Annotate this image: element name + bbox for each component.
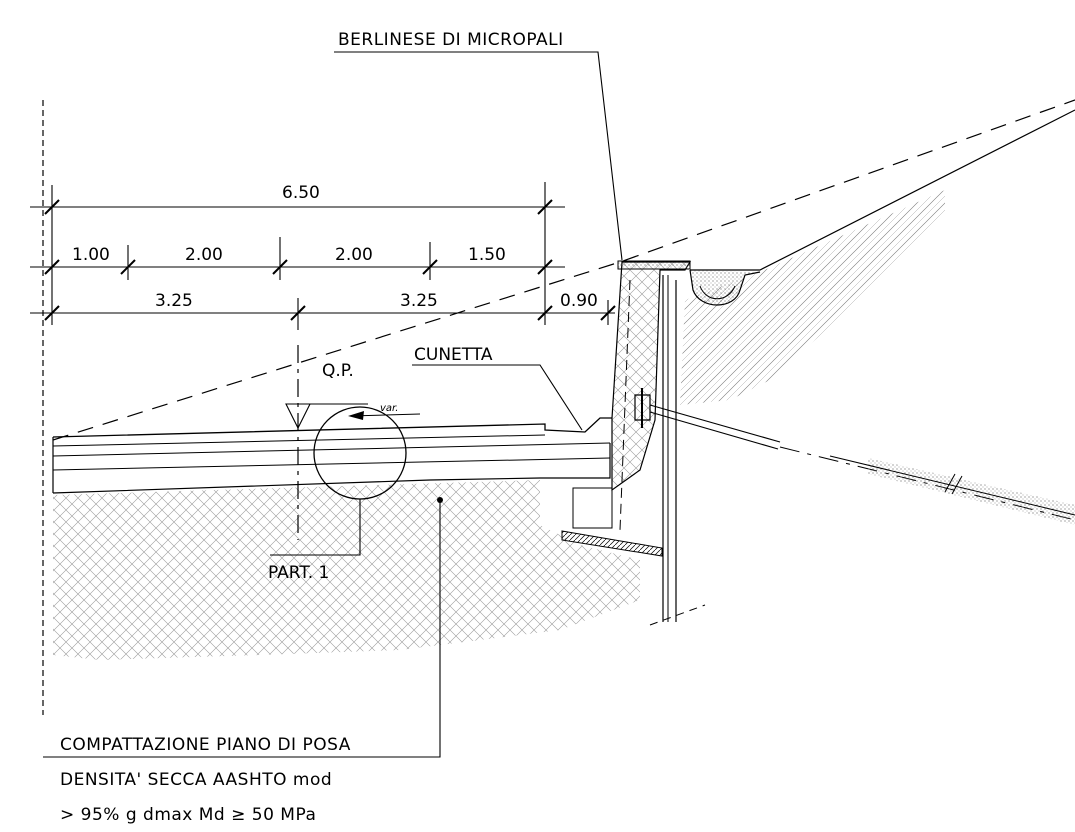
anchor-rod bbox=[829, 455, 1075, 516]
wall-dashed-inner bbox=[619, 279, 631, 531]
dim-2-00-a: 2.00 bbox=[185, 245, 223, 265]
dim-3-25-a: 3.25 bbox=[155, 291, 193, 311]
ditch-inner bbox=[699, 285, 736, 300]
dimension-lines bbox=[30, 182, 616, 330]
berlinese-label: BERLINESE DI MICROPALI bbox=[338, 30, 564, 50]
wall-front bbox=[611, 261, 692, 492]
dim-3-25-b: 3.25 bbox=[400, 291, 438, 311]
dim-1-50: 1.50 bbox=[468, 245, 506, 265]
compattazione-leader bbox=[43, 500, 441, 758]
anchor-break-1 bbox=[944, 473, 956, 493]
dim-2-00-b: 2.00 bbox=[335, 245, 373, 265]
cunetta-label: CUNETTA bbox=[414, 345, 493, 365]
pavement-layer-1 bbox=[52, 434, 546, 447]
var-label: var. bbox=[380, 403, 398, 414]
part1-label: PART. 1 bbox=[268, 563, 329, 583]
detail-circle bbox=[313, 406, 407, 500]
natural-ground-line bbox=[690, 109, 1075, 271]
pavement-bottom bbox=[52, 443, 611, 494]
anchor-bar-1 bbox=[649, 404, 781, 443]
ground-hatch-right bbox=[680, 190, 945, 405]
ground-hatch-left bbox=[53, 480, 640, 660]
anchor-head bbox=[634, 394, 651, 421]
wall-footing bbox=[572, 487, 613, 529]
anchor-bar-2 bbox=[649, 411, 779, 450]
dim-1-00: 1.00 bbox=[72, 245, 110, 265]
pavement-layer-2 bbox=[52, 442, 611, 457]
cunetta-leader bbox=[412, 364, 583, 431]
densita-label: DENSITA' SECCA AASHTO mod bbox=[60, 770, 332, 790]
berlinese-leader bbox=[334, 51, 623, 261]
dashed-ground-line bbox=[52, 99, 1075, 441]
dim-total: 6.50 bbox=[282, 183, 320, 203]
strut bbox=[561, 530, 663, 557]
criteria-label: > 95% g dmax Md ≥ 50 MPa bbox=[60, 805, 316, 825]
dim-0-90: 0.90 bbox=[560, 291, 598, 311]
wall-cap bbox=[617, 260, 691, 270]
anchor-bulb bbox=[868, 458, 1075, 525]
qp-label: Q.P. bbox=[322, 361, 354, 381]
anchor-break-2 bbox=[951, 475, 963, 495]
pavement-layer-3 bbox=[52, 457, 611, 471]
part1-leader bbox=[270, 499, 361, 556]
var-arrow-head bbox=[348, 411, 364, 420]
compattazione-label: COMPATTAZIONE PIANO DI POSA bbox=[60, 735, 351, 755]
pavement-top bbox=[52, 417, 612, 438]
micropile-dash bbox=[649, 604, 706, 626]
